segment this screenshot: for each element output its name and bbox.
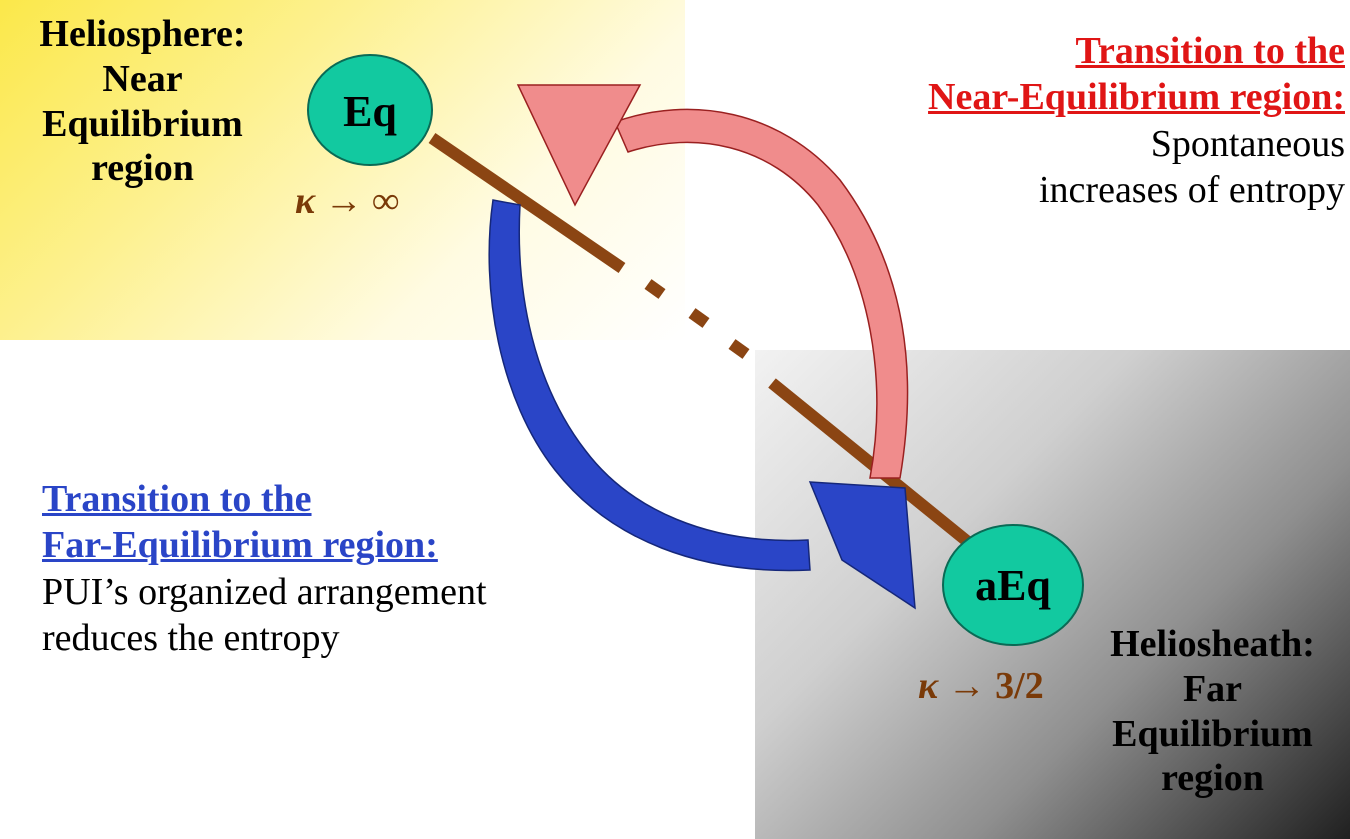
far-transition-body: PUI’s organized arrangement [42, 570, 487, 613]
region-title-line: Far [1182, 667, 1243, 710]
connector-segment [644, 279, 666, 299]
region-title-line: Heliosheath: [1110, 623, 1315, 665]
far-transition-heading: Far-Equilibrium region: [42, 524, 438, 567]
near-transition-heading: Transition to the [1075, 30, 1345, 72]
aeq-kappa-symbol: κ [918, 665, 939, 707]
near-transition-body: increases of entropy [1039, 169, 1345, 212]
connector-segment [768, 378, 972, 547]
equilibrium-connector-line [428, 133, 972, 547]
far-transition-heading: Transition to the [42, 478, 312, 520]
near-transition-heading: Near-Equilibrium region: [928, 76, 1345, 119]
near-transition-body: Spontaneous [1150, 122, 1345, 165]
region-title-line: Equilibrium [42, 102, 243, 145]
eq-node-circle [307, 54, 433, 166]
eq-kappa-label: κ → ∞ [295, 178, 399, 224]
near-transition-text: Transition to the Near-Equilibrium regio… [800, 28, 1345, 213]
near-transition-arrow-head [516, 84, 642, 207]
far-transition-arrow-head [808, 481, 916, 610]
connector-segment [428, 133, 626, 273]
region-title-line: Equilibrium [1112, 712, 1313, 755]
region-title-line: Near [102, 57, 183, 100]
region-title-line: region [1161, 757, 1264, 800]
aeq-kappa-label: κ → 3/2 [918, 663, 1044, 709]
eq-kappa-symbol: κ [295, 180, 316, 222]
far-transition-body: reduces the entropy [42, 617, 340, 660]
region-title-line: Heliosphere: [39, 13, 246, 55]
connector-segment [688, 308, 710, 328]
aeq-node-label: aEq [975, 561, 1051, 610]
aeq-node-circle [942, 524, 1084, 646]
region-title-line: region [91, 147, 194, 190]
heliosheath-region-title: Heliosheath: Far Equilibrium region [1080, 622, 1345, 801]
aeq-kappa-limit: → 3/2 [947, 665, 1044, 707]
near-transition-arrow [516, 84, 909, 479]
eq-kappa-limit: → ∞ [324, 180, 400, 222]
heliosphere-region-title: Heliosphere: Near Equilibrium region [10, 12, 275, 191]
connector-segment [728, 339, 750, 359]
far-transition-text: Transition to the Far-Equilibrium region… [42, 476, 642, 661]
far-transition-arrow [488, 199, 916, 610]
far-transition-arrow-shaft [488, 199, 811, 572]
eq-node-label: Eq [343, 87, 397, 136]
